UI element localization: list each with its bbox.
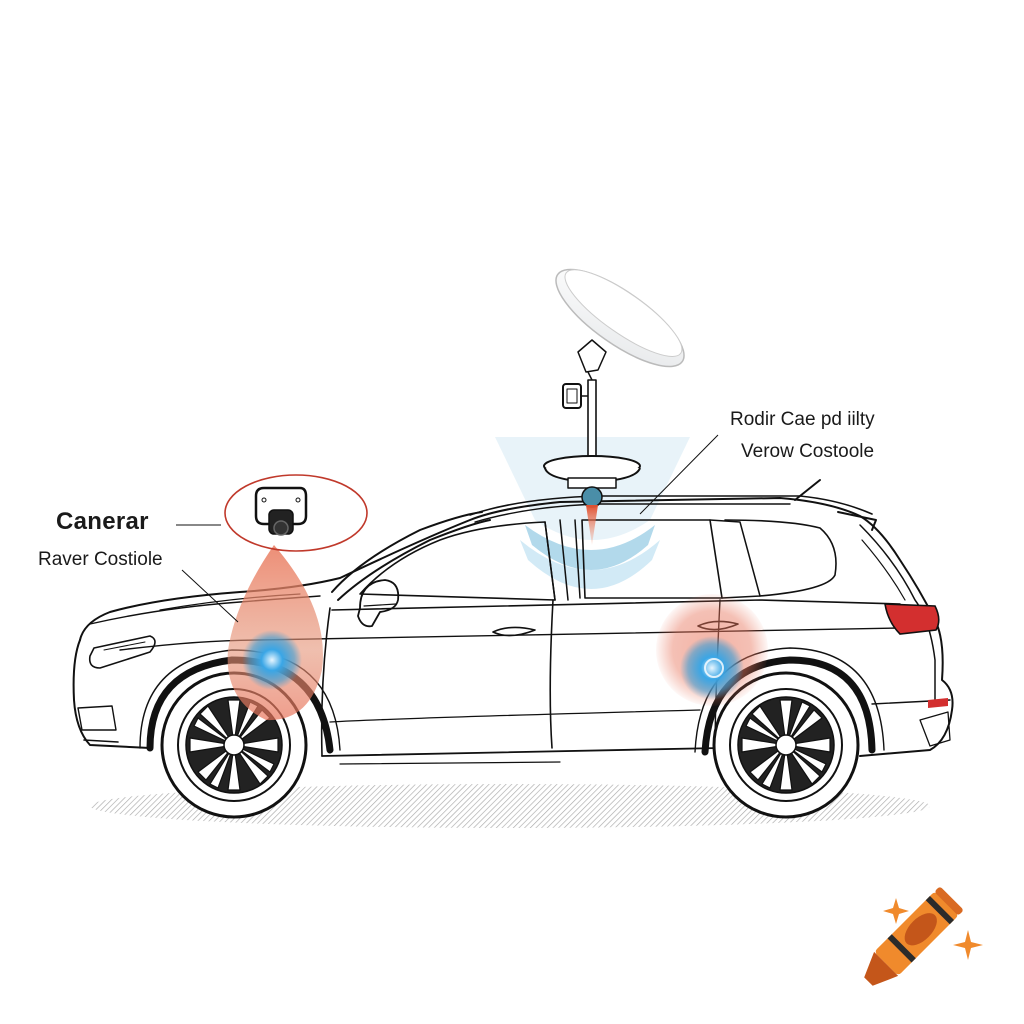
radar-label-line1: Rodir Cae pd iilty [730,409,875,430]
left-console-label: Raver Costiole [38,549,163,570]
camera-label: Canerar [56,508,149,535]
roof-beam [586,505,598,545]
taillight [884,603,940,635]
sparkle-icon [953,930,983,960]
rear-reflector [928,698,948,708]
camera-icon [254,486,308,536]
leader-lines [176,434,719,623]
crayon-icon [864,887,963,986]
roof-radar-unit [543,268,685,508]
rear-wheel [712,671,860,819]
ground-shadow [90,784,930,828]
sparkle-icon [883,898,909,924]
camera-callout [224,474,368,552]
radar-label-line2: Verow Costoole [741,441,875,462]
rear-sensor-glow [656,594,768,706]
front-sensor-glow [227,545,323,721]
